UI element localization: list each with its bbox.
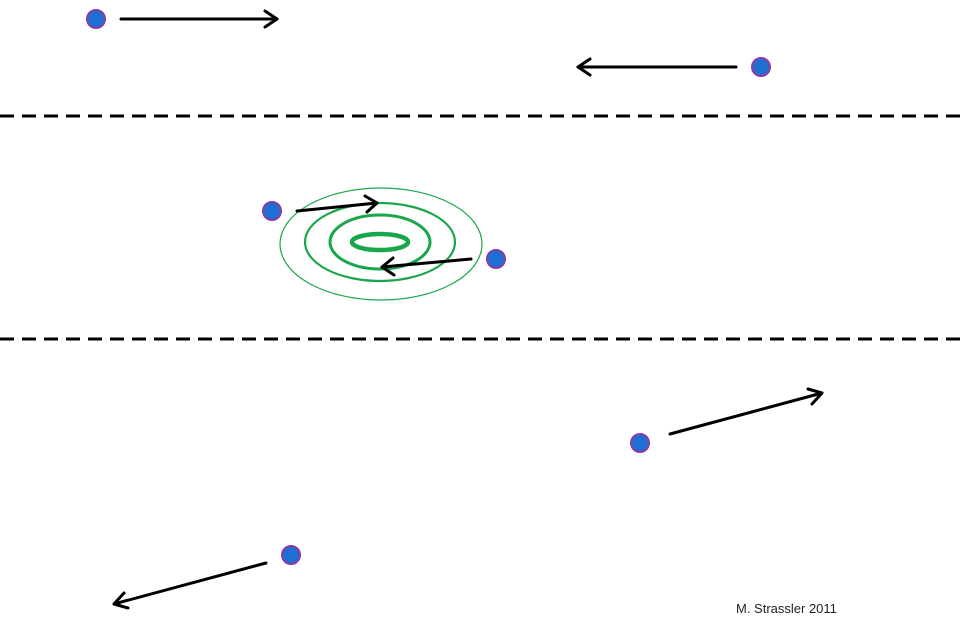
arrow-up-right-icon <box>668 387 824 436</box>
arrow-left-icon <box>380 256 473 277</box>
outgoing-particle-left <box>112 545 301 610</box>
arrow-right-icon <box>295 194 379 214</box>
outgoing-particle-right <box>630 387 824 453</box>
particle-icon <box>262 201 282 221</box>
arrow-right-icon <box>119 9 279 29</box>
particle-icon <box>486 249 506 269</box>
colliding-particle-right <box>380 249 506 277</box>
particle-icon <box>630 433 650 453</box>
incoming-particle-left <box>86 9 279 29</box>
wave-middle <box>303 201 457 283</box>
particle-icon <box>281 545 301 565</box>
wave-inner <box>328 213 432 271</box>
wave-outer <box>279 187 483 301</box>
wave-core <box>349 231 411 253</box>
particle-icon <box>751 57 771 77</box>
particle-icon <box>86 9 106 29</box>
arrow-left-icon <box>576 57 738 77</box>
arrow-down-left-icon <box>112 561 268 610</box>
incoming-particle-right <box>576 57 771 77</box>
collision-waves-icon <box>279 187 483 301</box>
colliding-particle-left <box>262 194 379 221</box>
author-credit: M. Strassler 2011 <box>736 601 837 616</box>
